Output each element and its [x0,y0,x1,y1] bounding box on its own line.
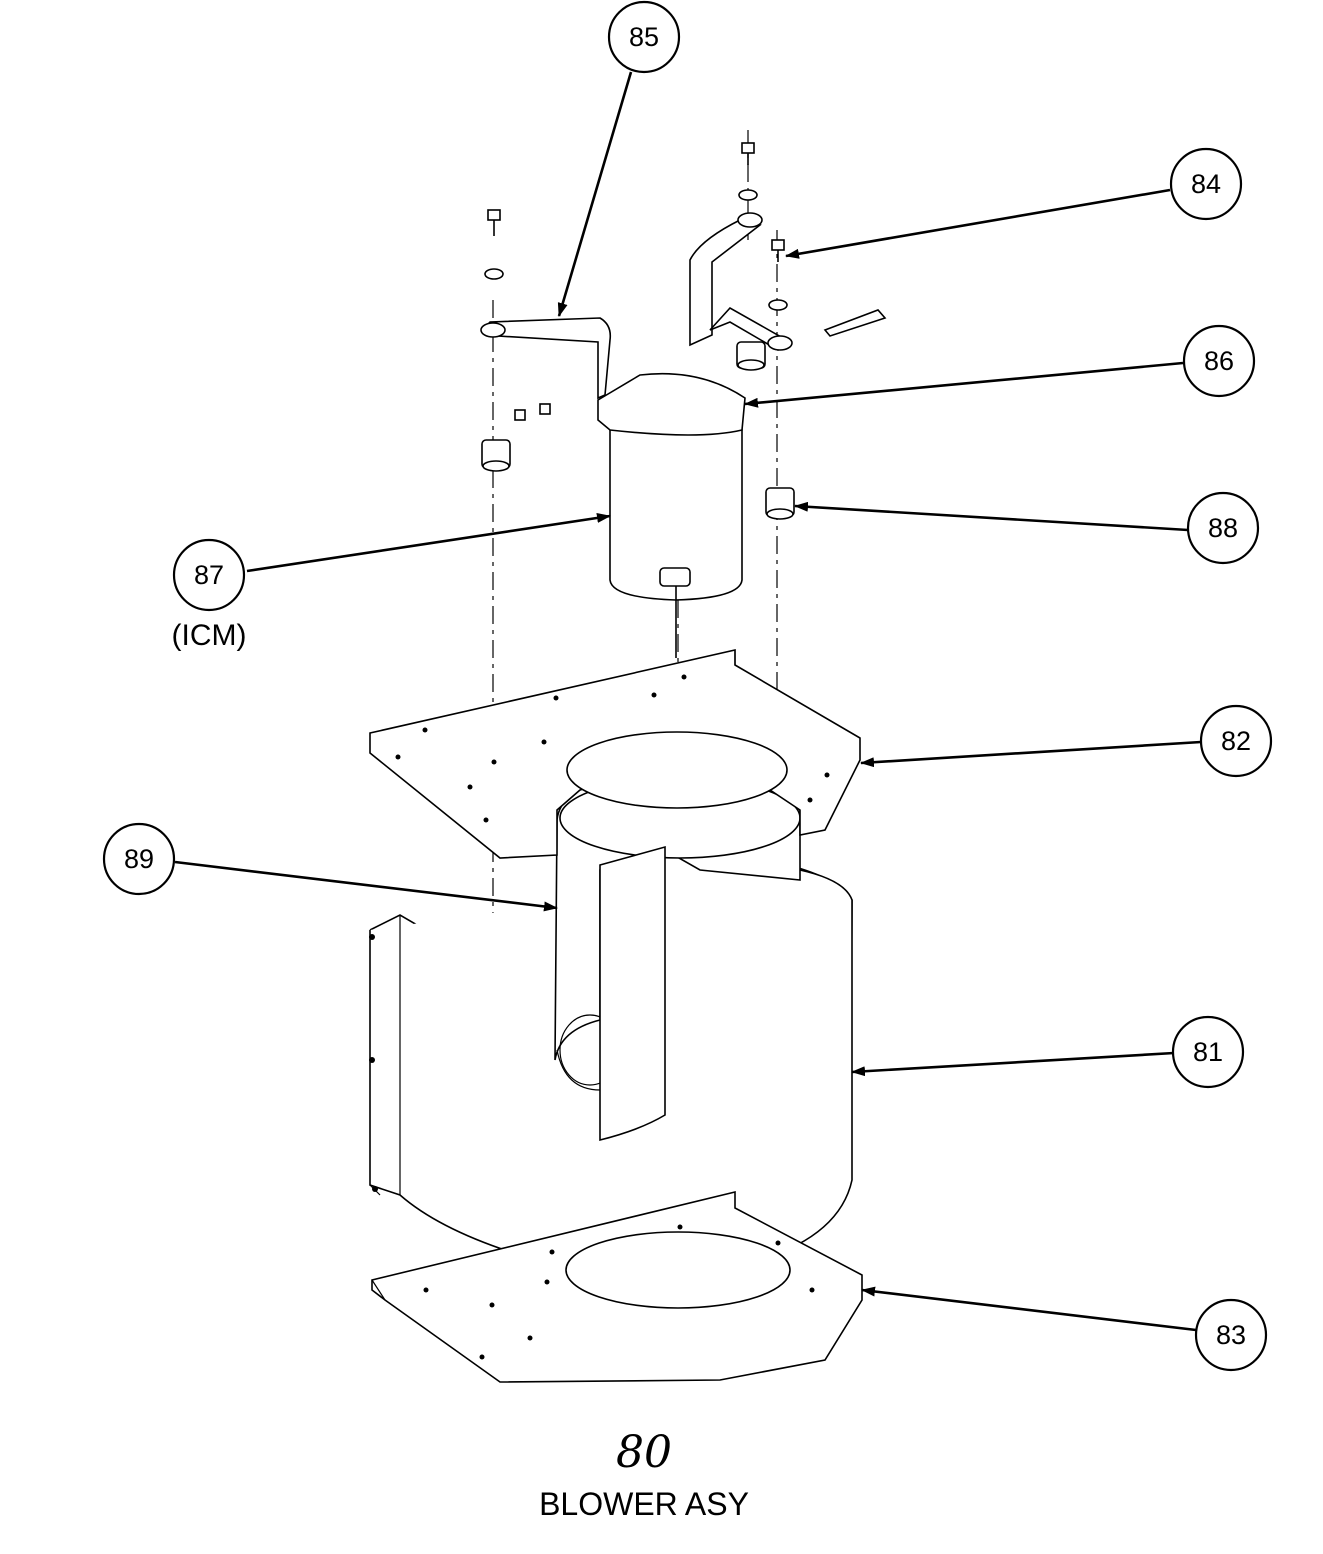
callout-88: 88 [1186,491,1260,565]
motor-bracket-left [480,317,612,400]
motor-bracket-right [689,212,793,351]
callout-87: 87 [172,538,246,612]
callout-89-label: 89 [124,844,154,874]
bottom-mounting-plate [371,1190,863,1383]
assembly-name: BLOWER ASY [539,1486,749,1522]
callout-88-label: 88 [1208,513,1238,543]
callout-84-label: 84 [1191,169,1221,199]
icm-label: (ICM) [172,619,247,652]
callout-84: 84 [1169,147,1243,221]
fasteners [484,142,887,421]
callout-85: 85 [607,0,681,74]
callout-82: 82 [1199,704,1273,778]
callout-86-label: 86 [1204,346,1234,376]
callout-85-label: 85 [629,22,659,52]
assembly-number: 80 [616,1427,672,1478]
leader-lines [174,71,1202,1332]
mounting-grommets [481,341,795,520]
motor-icm [597,372,746,658]
callout-83: 83 [1194,1298,1268,1372]
callout-81-label: 81 [1193,1037,1223,1067]
callout-86: 86 [1182,324,1256,398]
callout-87-label: 87 [194,560,224,590]
callout-82-label: 82 [1221,726,1251,756]
callout-89: 89 [102,822,176,896]
plate-holes [369,674,830,1360]
callout-83-label: 83 [1216,1320,1246,1350]
top-mounting-plate [369,648,861,859]
callout-81: 81 [1171,1015,1245,1089]
